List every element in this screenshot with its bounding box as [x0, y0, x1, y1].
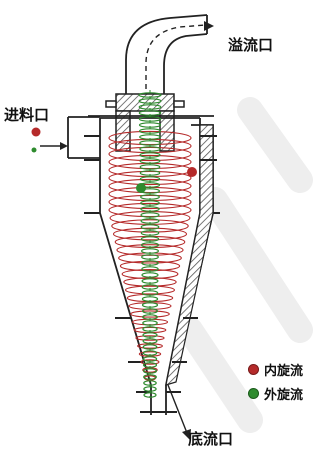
- overflow-outlet-label: 溢流口: [228, 36, 274, 54]
- overflow-arrow-icon: [204, 21, 214, 31]
- legend-item-outer-vortex: 外旋流: [248, 384, 303, 403]
- legend-label-inner: 内旋流: [264, 364, 304, 379]
- inner-vortex-spiral: [138, 90, 162, 398]
- legend-dot-inner: [248, 364, 259, 375]
- spiral-loop: [111, 219, 189, 233]
- cyclone-wall-hatch: [165, 124, 214, 386]
- legend-item-inner-vortex: 内旋流: [248, 360, 303, 379]
- feed-particle-large: [31, 127, 41, 137]
- legend-dot-outer: [248, 388, 259, 399]
- spiral-loop: [135, 335, 165, 341]
- flange-lugs: [84, 135, 220, 413]
- spiral-loop: [108, 194, 192, 210]
- feed-particle-small: [31, 147, 37, 153]
- watermark: [177, 97, 313, 433]
- inner-vortex-marker: [187, 167, 197, 177]
- legend-label-outer: 外旋流: [264, 388, 304, 403]
- underflow-arrow-icon: [182, 429, 191, 440]
- underflow-line: [167, 384, 188, 434]
- spiral-loop: [108, 146, 192, 162]
- feed-arrow-icon: [60, 142, 68, 150]
- spiral-loop: [130, 310, 170, 318]
- spiral-loop: [108, 170, 192, 186]
- feed-inlet-label: 进料口: [4, 106, 50, 124]
- overflow-pipe: [125, 14, 208, 98]
- outer-vortex-marker: [136, 183, 146, 193]
- underflow-outlet-label: 底流口: [188, 430, 234, 448]
- spiral-loop: [140, 359, 160, 365]
